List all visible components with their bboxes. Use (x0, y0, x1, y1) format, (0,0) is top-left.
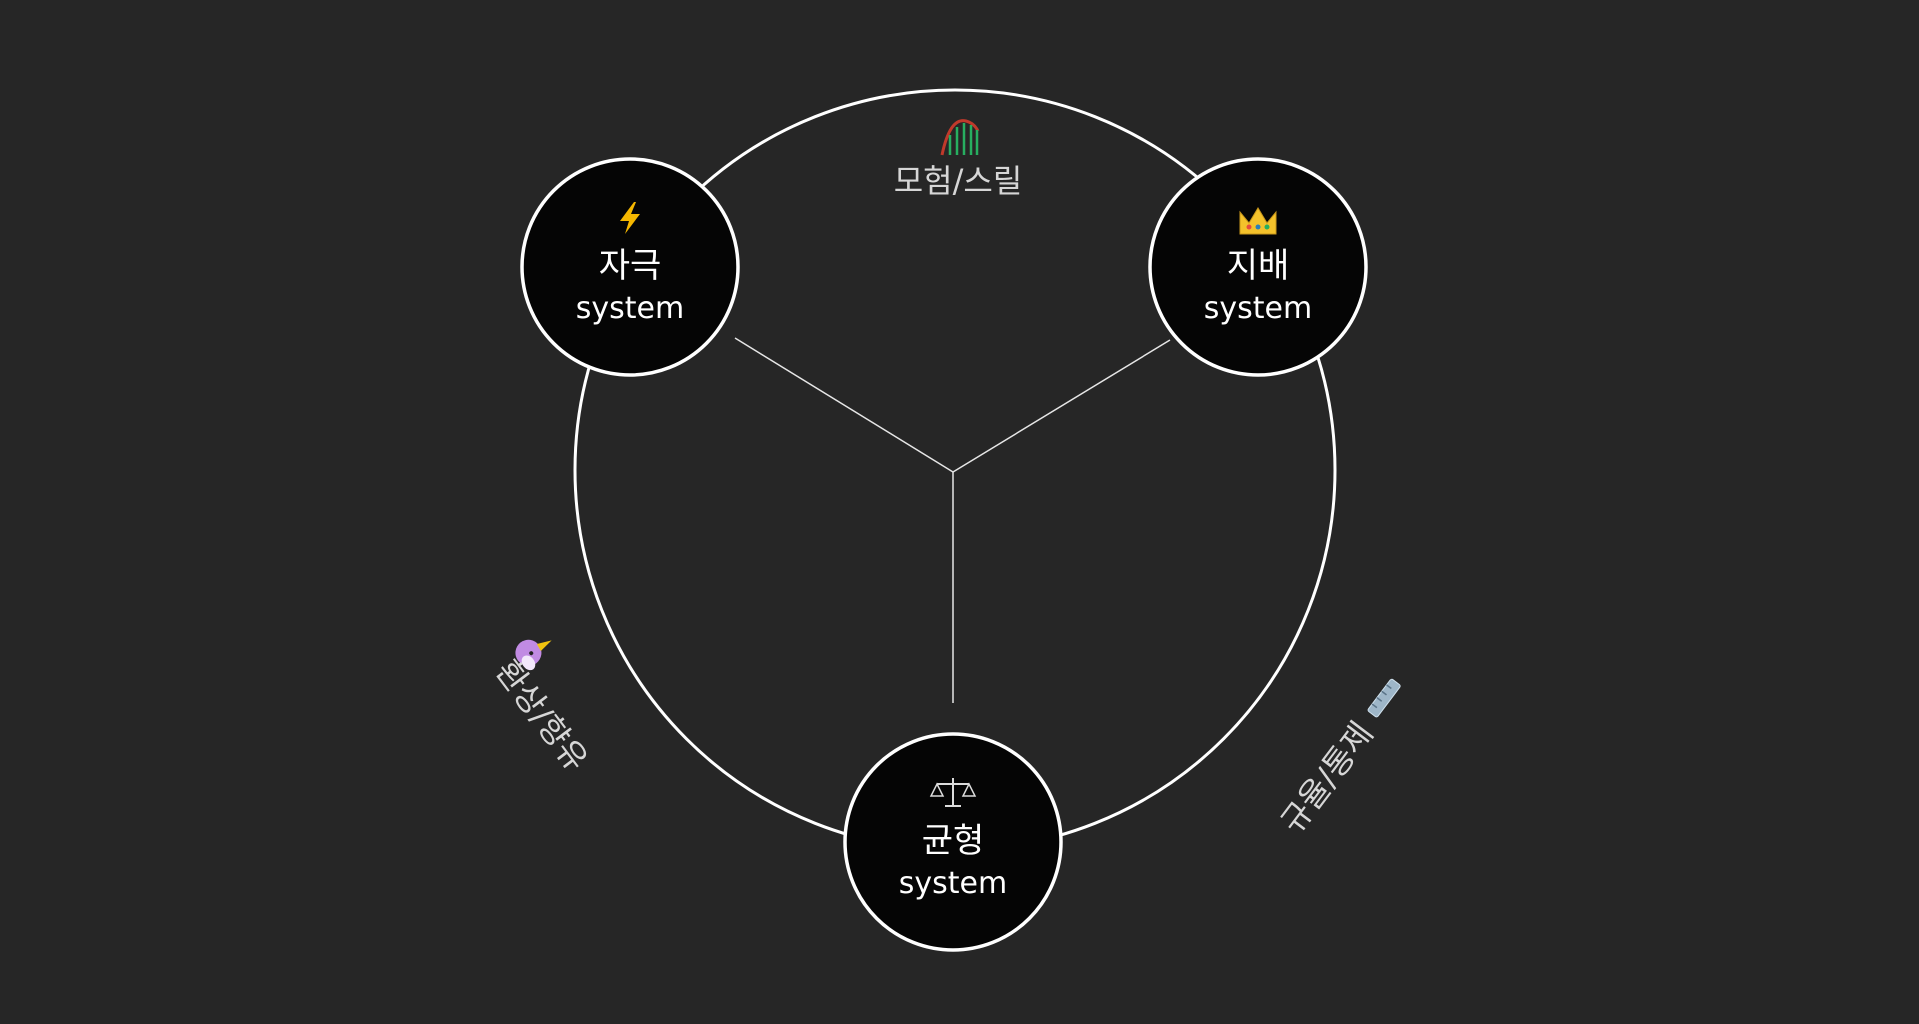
unicorn-icon (515, 639, 552, 671)
node-stimulation-subtitle: system (576, 291, 684, 326)
node-balance-name: 균형 (922, 821, 985, 861)
node-balance-circle (843, 732, 1063, 952)
ruler-icon (1367, 678, 1401, 718)
edge-label-fantasy: 환상/향유 (488, 639, 596, 779)
node-balance-subtitle: system (899, 866, 1007, 901)
node-stimulation[interactable]: 자극 system (520, 157, 740, 377)
spoke-dominance (952, 339, 1171, 473)
scales-icon (929, 778, 977, 807)
edge-label-discipline: 규율/통제 (1273, 678, 1401, 841)
spoke-stimulation (734, 337, 954, 473)
lightning-icon (620, 202, 640, 234)
node-dominance-name: 지배 (1227, 246, 1290, 286)
edge-label-discipline-text: 규율/통제 (1273, 715, 1381, 841)
crown-icon (1239, 207, 1277, 235)
edge-label-adventure: 모험/스릴 (894, 119, 1023, 200)
edge-label-fantasy-text: 환상/향유 (488, 653, 596, 779)
node-stimulation-circle (520, 157, 740, 377)
node-dominance-circle (1148, 157, 1368, 377)
node-stimulation-name: 자극 (599, 246, 662, 286)
node-dominance[interactable]: 지배 system (1148, 157, 1368, 377)
roller-coaster-icon (940, 119, 980, 156)
edge-label-adventure-text: 모험/스릴 (894, 162, 1023, 200)
node-balance[interactable]: 균형 system (843, 732, 1063, 952)
node-dominance-subtitle: system (1204, 291, 1312, 326)
